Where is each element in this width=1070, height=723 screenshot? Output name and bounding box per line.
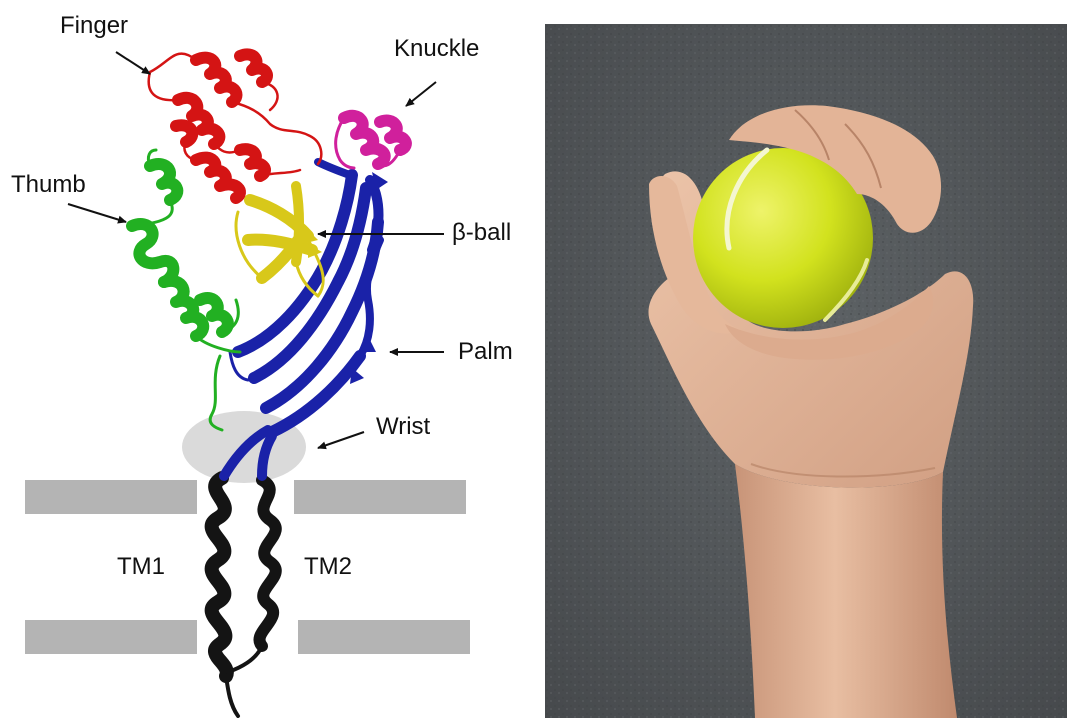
forearm bbox=[735, 464, 957, 718]
hand-holding-ball-photo bbox=[545, 24, 1067, 718]
knuckle-domain bbox=[336, 116, 406, 168]
wrist-arrow bbox=[318, 432, 364, 448]
label-tm1: TM1 bbox=[117, 555, 165, 579]
label-palm: Palm bbox=[458, 340, 513, 364]
membrane-bar-lower-right bbox=[298, 620, 470, 654]
protein-structure-diagram: Finger Knuckle Thumb β-ball Palm Wrist T… bbox=[0, 0, 540, 718]
finger-arrow bbox=[116, 52, 150, 74]
thumb-arrow bbox=[68, 204, 126, 222]
knuckle-arrow bbox=[406, 82, 436, 106]
label-tm2: TM2 bbox=[304, 555, 352, 579]
membrane-bar-lower-left bbox=[25, 620, 197, 654]
transmembrane-helices bbox=[212, 478, 276, 716]
label-knuckle: Knuckle bbox=[394, 37, 479, 61]
membrane-bar-upper-left bbox=[25, 480, 197, 514]
label-thumb: Thumb bbox=[11, 173, 86, 197]
label-beta-ball: β-ball bbox=[452, 221, 511, 245]
thumb-domain bbox=[132, 150, 240, 430]
photo-illustration-svg bbox=[545, 24, 1067, 718]
label-wrist: Wrist bbox=[376, 415, 430, 439]
label-finger: Finger bbox=[60, 14, 128, 38]
membrane-bar-upper-right bbox=[294, 480, 466, 514]
